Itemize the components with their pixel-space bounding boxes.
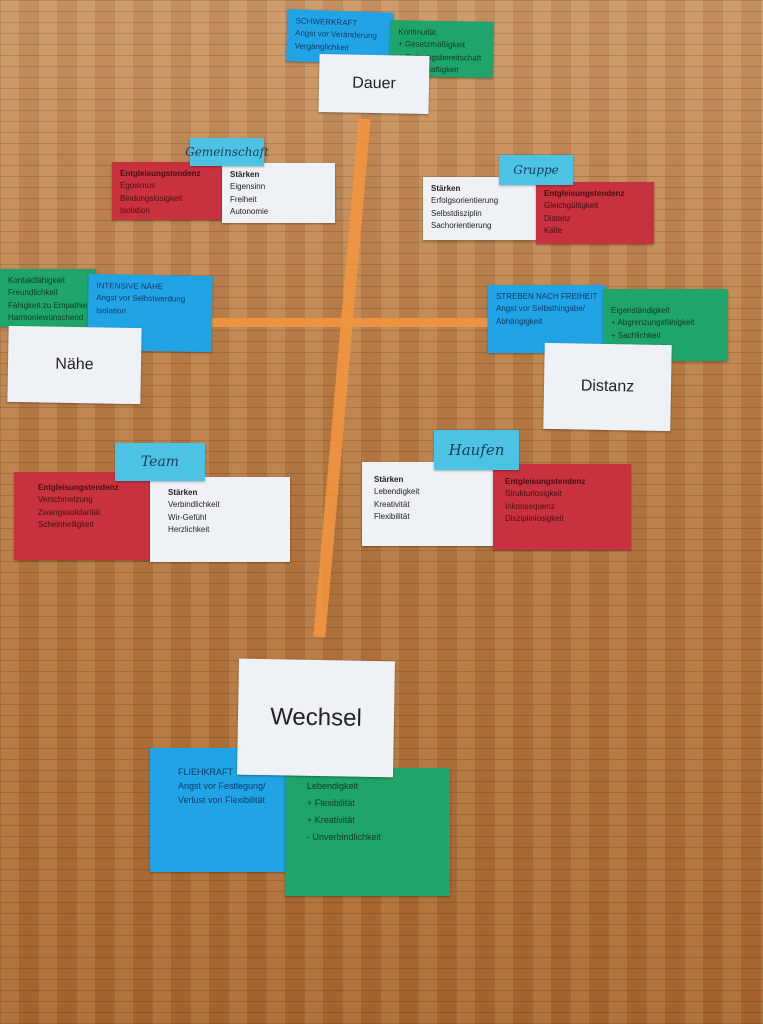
wechsel-green-card: Lebendigkeit + Flexibilität + Kreativitä… bbox=[285, 768, 450, 896]
card-line: + Flexibilität bbox=[307, 798, 355, 809]
card-line: Egoismus bbox=[120, 181, 156, 191]
distanz-blue-card: STREBEN NACH FREIHEIT Angst vor Selbsthi… bbox=[488, 285, 605, 353]
card-line: Zwangssolidarität bbox=[38, 507, 101, 517]
tape-horizontal bbox=[208, 318, 490, 327]
card-line: Lebendigkeit bbox=[307, 781, 359, 791]
card-line: Herzlichkeit bbox=[168, 525, 210, 535]
card-line: Kontaktfähigkeit bbox=[8, 276, 65, 285]
card-line: Eigensinn bbox=[230, 182, 266, 192]
card-line: - Unverbindlichkeit bbox=[307, 832, 382, 843]
axis-label: Nähe bbox=[55, 355, 94, 373]
axis-card-distanz: Distanz bbox=[543, 342, 672, 432]
haufen-staerken-card: Stärken Lebendigkeit Kreativität Flexibi… bbox=[362, 462, 495, 546]
card-heading: Entgleisungstendenz bbox=[120, 169, 201, 178]
card-heading: Stärken bbox=[168, 488, 198, 497]
card-line: Isolation bbox=[95, 305, 126, 316]
card-heading: Stärken bbox=[431, 184, 461, 193]
card-heading: Entgleisungstendenz bbox=[38, 483, 119, 492]
card-line: Strukturlosigkeit bbox=[505, 489, 562, 499]
card-line: Disziplinlosigkeit bbox=[505, 514, 564, 524]
card-line: Distanz bbox=[544, 213, 571, 223]
card-line: Verlust von Flexibilität bbox=[178, 794, 266, 805]
card-line: Wir-Gefühl bbox=[168, 512, 207, 522]
card-line: Fähigkeit zu Empathie bbox=[8, 300, 88, 310]
card-line: Freundlichkeit bbox=[8, 288, 58, 298]
card-line: Lebendigkeit bbox=[374, 487, 420, 497]
tag-label: Gruppe bbox=[513, 163, 559, 177]
card-line: Verbindlichkeit bbox=[168, 500, 220, 510]
card-heading: Entgleisungstendenz bbox=[544, 189, 625, 198]
card-line: Freiheit bbox=[230, 194, 257, 204]
gruppe-staerken-card: Stärken Erfolgsorientierung Selbstdiszip… bbox=[423, 177, 537, 240]
card-line: FLIEHKRAFT bbox=[178, 767, 234, 777]
axis-label: Distanz bbox=[580, 377, 635, 396]
card-line: Flexibilität bbox=[374, 512, 410, 522]
card-line: Scheinheiligkeit bbox=[38, 520, 94, 530]
haufen-entgleisung-card: Entgleisungstendenz Strukturlosigkeit In… bbox=[493, 464, 631, 550]
axis-label: Dauer bbox=[352, 74, 396, 92]
team-entgleisung-card: Entgleisungstendenz Verschmelzung Zwangs… bbox=[14, 472, 159, 560]
card-line: Isolation bbox=[120, 206, 150, 216]
card-line: Inkonsequenz bbox=[505, 501, 555, 511]
card-line: Eigenständigkeit bbox=[611, 306, 670, 315]
tag-haufen: Haufen bbox=[434, 430, 519, 470]
card-line: Erfolgsorientierung bbox=[431, 196, 499, 206]
card-line: Angst vor Selbsthingabe/ bbox=[496, 304, 585, 314]
card-line: Sachorientierung bbox=[431, 221, 492, 231]
gemeinschaft-entgleisung-card: Entgleisungstendenz Egoismus Bindungslos… bbox=[112, 162, 224, 220]
card-heading: Stärken bbox=[230, 170, 260, 179]
card-line: Abhängigkeit bbox=[496, 316, 543, 326]
card-line: Angst vor Festlegung/ bbox=[178, 780, 266, 791]
card-line: Verschmelzung bbox=[38, 495, 93, 505]
gemeinschaft-staerken-card: Stärken Eigensinn Freiheit Autonomie bbox=[222, 163, 335, 223]
card-line: Gleichgültigkeit bbox=[544, 201, 599, 211]
tag-label: Gemeinschaft bbox=[185, 145, 269, 159]
axis-card-dauer: Dauer bbox=[318, 54, 430, 114]
tag-label: Team bbox=[140, 454, 180, 470]
gruppe-entgleisung-card: Entgleisungstendenz Gleichgültigkeit Dis… bbox=[536, 182, 654, 244]
card-line: + Sachlichkeit bbox=[611, 330, 661, 340]
tag-team: Team bbox=[115, 443, 205, 481]
card-heading: Entgleisungstendenz bbox=[505, 477, 586, 486]
tag-gemeinschaft: Gemeinschaft bbox=[185, 138, 269, 166]
card-line: STREBEN NACH FREIHEIT bbox=[496, 292, 598, 301]
card-line: + Kreativität bbox=[307, 815, 355, 826]
axis-card-naehe: Nähe bbox=[7, 325, 142, 405]
naehe-green-card: Kontaktfähigkeit Freundlichkeit Fähigkei… bbox=[0, 269, 96, 327]
card-line: Autonomie bbox=[230, 207, 269, 217]
card-line: + Abgrenzungsfähigkeit bbox=[611, 318, 695, 328]
tag-label: Haufen bbox=[448, 441, 505, 459]
card-line: Kreativität bbox=[374, 499, 410, 509]
card-line: Kälte bbox=[544, 226, 563, 236]
card-line: Selbstdisziplin bbox=[431, 208, 482, 218]
axis-label: Wechsel bbox=[269, 703, 363, 733]
axis-card-wechsel: Wechsel bbox=[236, 658, 396, 778]
card-heading: Stärken bbox=[374, 475, 404, 484]
tag-gruppe: Gruppe bbox=[499, 155, 573, 185]
card-line: Harmoniewünschend bbox=[8, 313, 84, 323]
card-line: Bindungslosigkeit bbox=[120, 193, 183, 203]
team-staerken-card: Stärken Verbindlichkeit Wir-Gefühl Herzl… bbox=[150, 477, 290, 562]
